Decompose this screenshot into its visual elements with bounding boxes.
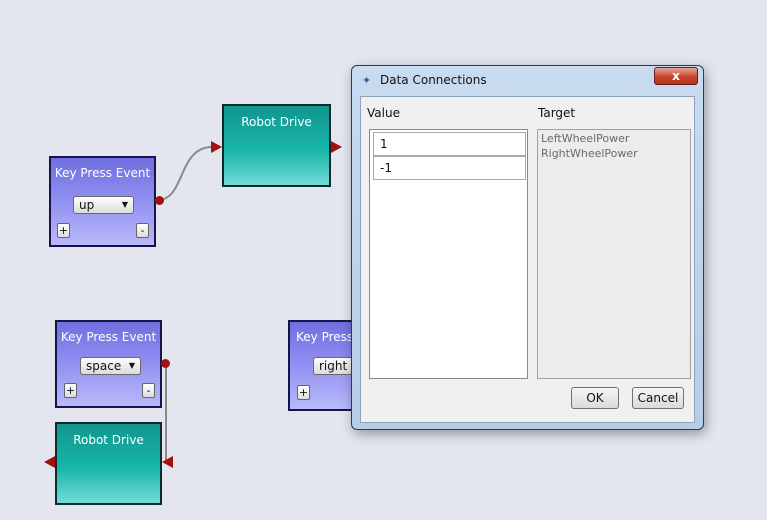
chevron-down-icon: ▼ (128, 361, 135, 370)
add-button[interactable]: + (297, 385, 310, 400)
block-title: Key Press (296, 330, 354, 344)
key-dropdown[interactable]: up ▼ (73, 196, 134, 214)
value-field[interactable]: 1 (373, 132, 526, 156)
key-dropdown[interactable]: space ▼ (80, 357, 141, 375)
block-title: Robot Drive (241, 115, 312, 129)
app-icon: ✦ (362, 74, 372, 87)
chevron-down-icon: ▼ (121, 200, 128, 209)
target-item[interactable]: RightWheelPower (541, 147, 638, 160)
dialog-title: Data Connections (380, 73, 487, 87)
cancel-button[interactable]: Cancel (632, 387, 684, 409)
output-port[interactable] (155, 196, 164, 205)
value-field[interactable]: -1 (373, 156, 526, 180)
robot-drive-block[interactable]: Robot Drive (55, 422, 162, 505)
key-press-event-block-up[interactable]: Key Press Event up ▼ + - (49, 156, 156, 247)
robot-drive-block[interactable]: Robot Drive (222, 104, 331, 187)
target-column-header: Target (538, 106, 576, 120)
output-port[interactable] (161, 359, 170, 368)
ok-button[interactable]: OK (571, 387, 619, 409)
target-item[interactable]: LeftWheelPower (541, 132, 630, 145)
remove-button[interactable]: - (136, 223, 149, 238)
block-title: Robot Drive (73, 433, 144, 447)
add-button[interactable]: + (64, 383, 77, 398)
output-port[interactable] (44, 456, 55, 468)
dialog-body: Value Target 1 -1 LeftWheelPower RightWh… (360, 96, 695, 423)
data-connections-dialog[interactable]: ✦ Data Connections x Value Target 1 -1 L… (351, 65, 704, 430)
output-port[interactable] (331, 141, 342, 153)
block-title: Key Press Event (60, 330, 157, 344)
add-button[interactable]: + (57, 223, 70, 238)
close-button[interactable]: x (654, 67, 698, 85)
value-column-header: Value (367, 106, 400, 120)
target-list[interactable]: LeftWheelPower RightWheelPower (537, 129, 691, 379)
key-press-event-block-space[interactable]: Key Press Event space ▼ + - (55, 320, 162, 408)
input-port[interactable] (211, 141, 222, 153)
input-port[interactable] (162, 456, 173, 468)
value-list[interactable]: 1 -1 (369, 129, 528, 379)
remove-button[interactable]: - (142, 383, 155, 398)
block-title: Key Press Event (54, 166, 151, 180)
